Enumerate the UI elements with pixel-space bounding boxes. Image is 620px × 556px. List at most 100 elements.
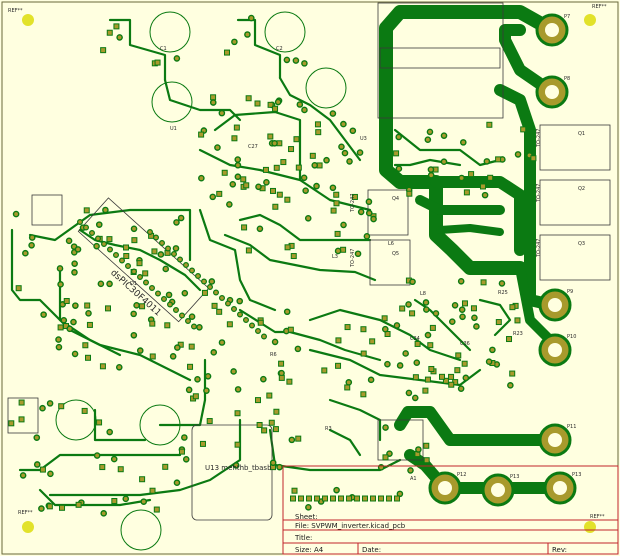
via-pad <box>341 149 349 157</box>
signal-trace <box>413 298 472 352</box>
via-pad <box>381 325 389 333</box>
smd-pad <box>333 200 340 207</box>
fiducial-top-right <box>584 14 596 26</box>
smd-pad <box>142 270 149 277</box>
via-pad <box>471 314 478 322</box>
via-pad <box>288 436 296 444</box>
signal-trace <box>478 298 512 337</box>
component-label: C34 <box>410 336 420 342</box>
smd-pad <box>75 501 82 508</box>
fiducials: REF** REF** REF** REF** <box>8 4 607 533</box>
mcu-pin <box>161 296 168 303</box>
signal-trace <box>58 268 122 357</box>
power-pad-label: P13 <box>572 472 581 478</box>
smd-pad <box>360 326 367 333</box>
smd-pad <box>131 237 138 244</box>
mcu-pin <box>177 256 184 263</box>
smd-pad <box>164 322 171 329</box>
via-pad <box>514 151 522 158</box>
via-pad <box>194 376 201 383</box>
smd-pad <box>334 230 341 237</box>
smd-pad <box>286 378 293 385</box>
smd-pad <box>113 23 120 30</box>
smd-pad <box>267 101 274 108</box>
smd-pad <box>178 448 185 455</box>
title-block: Sheet: File: SVPWM_inverter.kicad_pcb Ti… <box>282 465 619 555</box>
mosfet-outline <box>539 124 611 171</box>
via-pad <box>198 174 205 182</box>
smd-pad <box>85 354 92 361</box>
component-label: R25 <box>498 290 508 296</box>
smd-pad <box>273 164 280 171</box>
via-pad <box>415 446 422 453</box>
signal-traces <box>10 18 512 507</box>
smd-pad <box>46 503 53 510</box>
smd-pad <box>486 121 493 128</box>
via-pad <box>405 301 412 308</box>
smd-pad <box>39 466 46 473</box>
component-label: L6 <box>388 241 394 247</box>
smd-pad <box>104 305 111 312</box>
via-pad <box>405 389 413 397</box>
via-pad <box>323 156 330 164</box>
via-pad <box>130 225 138 233</box>
power-pad-hole <box>553 481 567 495</box>
smd-pad <box>382 454 389 461</box>
signal-trace <box>393 158 462 167</box>
smd-pad <box>254 397 261 404</box>
via-pad <box>208 278 216 285</box>
via-pad <box>357 208 365 216</box>
via-pad <box>247 14 255 22</box>
via-pad <box>173 479 181 487</box>
smd-pad <box>106 236 113 243</box>
capacitors <box>55 11 347 551</box>
component-label: C1 <box>160 46 167 52</box>
via-pad <box>234 173 242 181</box>
smd-pad <box>351 193 358 200</box>
header-pin <box>330 495 336 502</box>
title-block-sheet: Sheet: <box>295 513 318 521</box>
via-pad <box>204 373 212 380</box>
mosfet-package-label: TO-247 <box>536 129 542 148</box>
smd-pad <box>495 319 502 326</box>
via-pad <box>384 360 391 368</box>
via-pad <box>407 467 414 474</box>
smd-pad <box>448 381 455 388</box>
mcu-pin <box>149 285 156 292</box>
smd-pad <box>245 95 252 102</box>
power-trace-5 <box>415 195 505 215</box>
via-pad <box>174 344 181 351</box>
via-pad <box>209 193 217 201</box>
signal-trace <box>163 78 242 122</box>
via-pad <box>448 318 456 325</box>
signal-trace <box>10 228 192 382</box>
via-pad <box>260 375 267 383</box>
smd-pad <box>344 384 351 391</box>
smd-pad <box>81 407 88 414</box>
via-pad <box>74 246 82 253</box>
via-pad <box>93 242 100 250</box>
signal-trace <box>308 348 482 387</box>
smd-pad <box>234 441 241 448</box>
via-pad <box>440 158 448 166</box>
smd-pad <box>315 129 322 136</box>
smd-pad <box>293 136 300 143</box>
via-pad <box>181 434 188 441</box>
smd-pad <box>245 247 252 254</box>
power-pad-hole <box>545 85 559 99</box>
signal-trace <box>198 208 277 312</box>
fiducial-top-left <box>22 14 34 26</box>
component-label: U3 <box>360 136 367 142</box>
component-label: D1 <box>130 281 137 287</box>
via-pad <box>71 350 79 358</box>
power-pad-hole <box>548 298 562 312</box>
via-pad <box>349 127 357 135</box>
via-pad <box>28 234 36 241</box>
mcu-pin <box>88 230 95 237</box>
mcu-pin <box>185 318 192 325</box>
via-pad <box>165 291 173 299</box>
via-pad <box>169 353 177 360</box>
smd-pad <box>414 340 421 347</box>
via-pad <box>122 495 130 503</box>
